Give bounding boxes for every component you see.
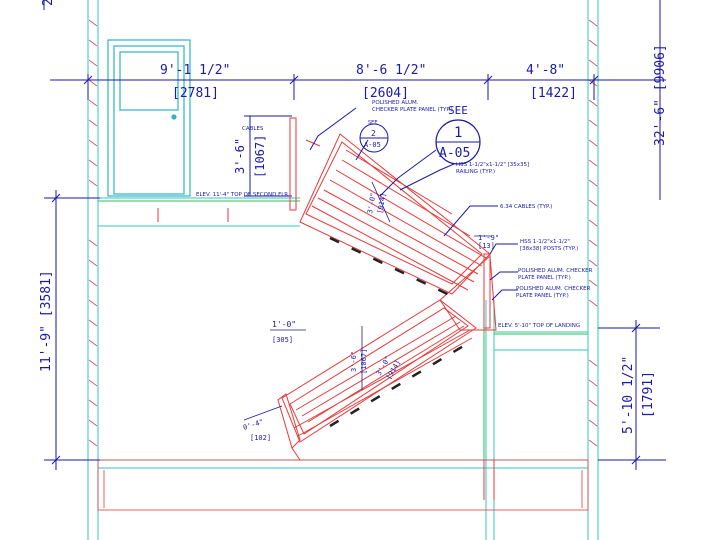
dim-top-right-imperial: 4'-8" xyxy=(526,63,565,78)
stair-upper-run-imp: 3'-0" xyxy=(366,192,378,214)
detail-sheet: A-05 xyxy=(364,141,381,149)
stair-step-imp: 1'-0" xyxy=(272,320,296,329)
dim-top-left-imperial: 9'-1 1/2" xyxy=(160,63,230,78)
upper-rail-imperial: 3'-6" xyxy=(233,138,247,174)
note-railing-1: HSS 1-1/2"x1-1/2" [35x35] xyxy=(456,162,529,168)
stair xyxy=(157,117,497,500)
note-checker-low-2: PLATE PANEL (TYP.) xyxy=(516,293,569,299)
detail-number: 2 xyxy=(371,129,376,138)
note-cables-typ: 6.34 CABLES (TYP.) xyxy=(500,204,552,210)
note-checker-mid-1: POLISHED ALUM. CHECKER xyxy=(518,268,593,274)
walking-line xyxy=(329,236,471,428)
stair-upper-run-met: [914] xyxy=(376,192,388,214)
upper-rail-metric: [1067] xyxy=(253,135,267,178)
stair-nosing-met: [102] xyxy=(250,434,271,442)
note-posts-2: [38x38] POSTS (TYP.) xyxy=(520,246,578,252)
section-number: 1 xyxy=(454,125,462,141)
stair-gap-imp: 1'-9" xyxy=(478,234,499,242)
dim-right-total: 32'-6" [9906] xyxy=(653,44,668,146)
door xyxy=(107,39,191,197)
note-checker-top-1: POLISHED ALUM. xyxy=(372,100,419,106)
dim-top-mid-imperial: 8'-6 1/2" xyxy=(356,63,426,78)
note-elev-landing: ELEV. 5'-10" TOP OF LANDING xyxy=(498,323,580,329)
note-posts-1: HSS 1-1/2"x1-1/2" xyxy=(520,239,570,245)
stair-lower-run-imp: 3'-6" xyxy=(350,351,358,372)
dim-top-left-metric: [2781] xyxy=(172,86,219,101)
detail-see: SEE xyxy=(368,120,378,126)
dim-right-lower-metric: [1791] xyxy=(641,371,656,418)
note-checker-low-1: POLISHED ALUM. CHECKER xyxy=(516,286,591,292)
note-elev-second: ELEV. 11'-4" TOP OF SECOND FLR. xyxy=(196,192,290,198)
leaders xyxy=(309,107,518,301)
wall-hatch xyxy=(88,19,598,511)
cables-label: CABLES xyxy=(242,126,264,132)
stair-nosing-imp: 0'-4" xyxy=(242,418,265,432)
note-checker-mid-2: PLATE PANEL (TYP.) xyxy=(518,275,571,281)
section-callout xyxy=(435,119,481,165)
stair-step-met: [305] xyxy=(272,336,293,344)
edge-lines xyxy=(98,200,588,460)
dim-left-lower: 11'-9" [3581] xyxy=(39,270,54,372)
dim-right-lower-imperial: 5'-10 1/2" xyxy=(621,356,636,434)
note-railing-2: RAILING (TYP.) xyxy=(456,169,495,175)
dim-top-left-fragment: 2 xyxy=(41,0,56,6)
detail-callout xyxy=(359,123,389,153)
note-checker-top-2: CHECKER PLATE PANEL (TYP.) xyxy=(372,107,453,113)
stair-lower-run-met: [1067] xyxy=(360,349,368,374)
section-sheet: A-05 xyxy=(439,146,470,161)
stair-dim-lines xyxy=(243,181,492,421)
section-see: SEE xyxy=(448,104,468,117)
stair-gap-met: [13] xyxy=(478,242,495,250)
dim-top-mid-metric: [2604] xyxy=(362,86,409,101)
dim-top-right-metric: [1422] xyxy=(530,86,577,101)
dimension-lines xyxy=(43,0,666,470)
